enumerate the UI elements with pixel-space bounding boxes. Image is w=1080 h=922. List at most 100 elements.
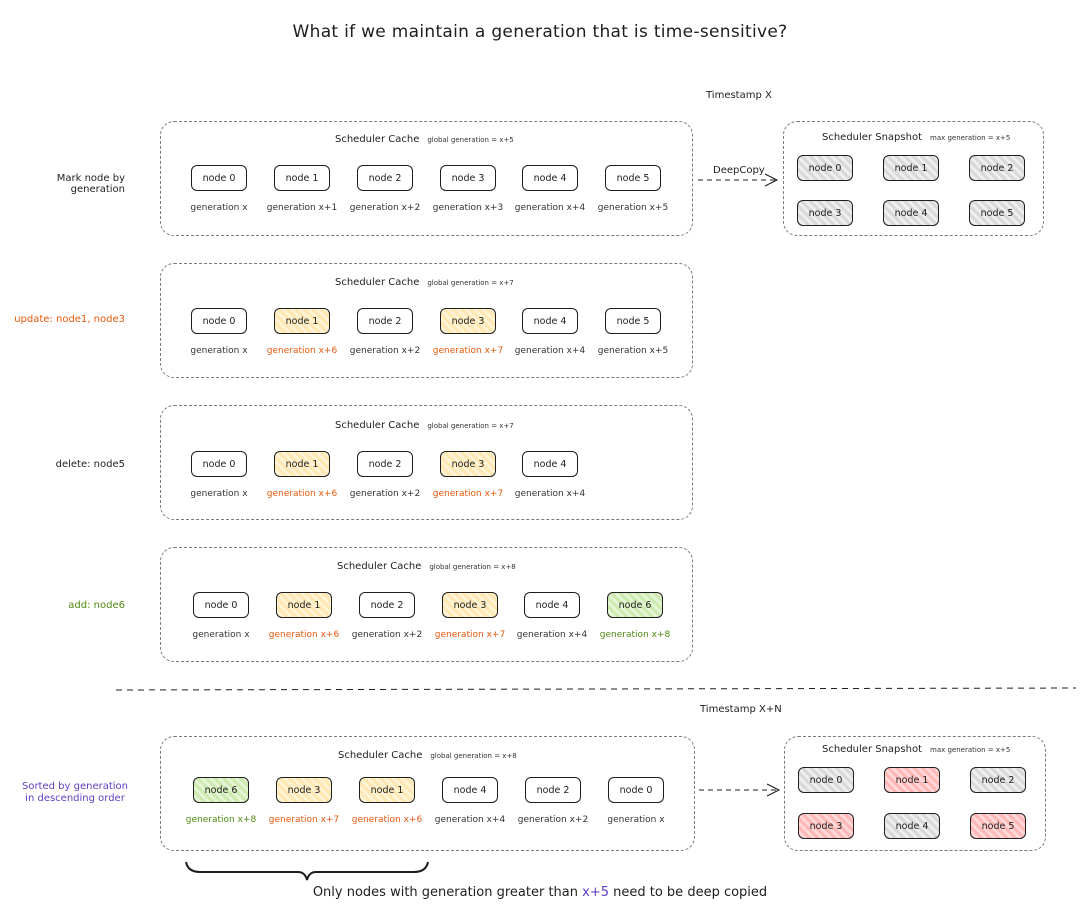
panel-4-title: Scheduler Cache global generation = x+8	[337, 561, 516, 572]
p5-gen-0: generation x	[607, 815, 665, 825]
p4-gen-6: generation x+8	[599, 630, 671, 640]
p1-gen-1: generation x+1	[266, 203, 338, 213]
p5-node-1: node 1	[359, 777, 415, 803]
s1-node-5: node 5	[969, 200, 1025, 226]
p3-node-4: node 4	[522, 451, 578, 477]
scheduler-cache-panel-2	[160, 263, 693, 378]
p2-node-3: node 3	[440, 308, 496, 334]
snapshot-2-title: Scheduler Snapshot max generation = x+5	[822, 744, 1010, 755]
p2-gen-1: generation x+6	[266, 346, 338, 356]
panel-2-title-text: Scheduler Cache	[335, 277, 420, 288]
panel-1-subtitle: global generation = x+5	[427, 136, 514, 144]
p4-node-3: node 3	[442, 592, 498, 618]
panel-1-title-text: Scheduler Cache	[335, 134, 420, 145]
p2-gen-2: generation x+2	[349, 346, 421, 356]
s1-node-0: node 0	[797, 155, 853, 181]
scheduler-cache-panel-5	[160, 736, 695, 851]
panel-5-subtitle: global generation = x+8	[430, 752, 517, 760]
p5-node-6: node 6	[193, 777, 249, 803]
p2-gen-5: generation x+5	[597, 346, 669, 356]
p3-node-1: node 1	[274, 451, 330, 477]
p4-gen-2: generation x+2	[351, 630, 423, 640]
snapshot-2-title-text: Scheduler Snapshot	[822, 744, 922, 755]
panel-3-subtitle: global generation = x+7	[427, 422, 514, 430]
s2-node-4: node 4	[884, 813, 940, 839]
p1-gen-0: generation x	[190, 203, 248, 213]
panel-5-title-text: Scheduler Cache	[338, 750, 423, 761]
scheduler-cache-panel-4	[160, 547, 693, 662]
p4-gen-0: generation x	[192, 630, 250, 640]
scheduler-cache-panel-1	[160, 121, 693, 236]
curly-brace	[185, 861, 429, 881]
side-label-delete: delete: node5	[55, 459, 125, 470]
p4-node-6: node 6	[607, 592, 663, 618]
p4-gen-1: generation x+6	[268, 630, 340, 640]
p1-gen-2: generation x+2	[349, 203, 421, 213]
p4-node-1: node 1	[276, 592, 332, 618]
p2-node-4: node 4	[522, 308, 578, 334]
timestamp-divider	[115, 687, 1077, 691]
panel-4-title-text: Scheduler Cache	[337, 561, 422, 572]
p3-gen-1: generation x+6	[266, 489, 338, 499]
panel-5-title: Scheduler Cache global generation = x+8	[338, 750, 517, 761]
side-label-mark: Mark node by generation	[56, 173, 125, 195]
s1-node-1: node 1	[883, 155, 939, 181]
p2-node-0: node 0	[191, 308, 247, 334]
deepcopy-label: DeepCopy	[713, 165, 765, 176]
s1-node-3: node 3	[797, 200, 853, 226]
panel-1-title: Scheduler Cache global generation = x+5	[335, 134, 514, 145]
p2-gen-3: generation x+7	[432, 346, 504, 356]
s2-node-5: node 5	[970, 813, 1026, 839]
timestamp-x-n-label: Timestamp X+N	[700, 704, 782, 715]
p5-gen-3: generation x+7	[268, 815, 340, 825]
p2-node-2: node 2	[357, 308, 413, 334]
p4-gen-3: generation x+7	[434, 630, 506, 640]
s2-node-2: node 2	[970, 767, 1026, 793]
p5-gen-6: generation x+8	[185, 815, 257, 825]
p4-node-2: node 2	[359, 592, 415, 618]
p3-node-3: node 3	[440, 451, 496, 477]
p4-node-4: node 4	[524, 592, 580, 618]
snapshot-2-subtitle: max generation = x+5	[930, 746, 1011, 754]
side-label-sorted-line2: in descending order	[25, 793, 125, 804]
p1-gen-3: generation x+3	[432, 203, 504, 213]
scheduler-cache-panel-3	[160, 405, 693, 520]
side-label-update: update: node1, node3	[14, 314, 125, 325]
panel-4-subtitle: global generation = x+8	[429, 563, 516, 571]
p1-node-1: node 1	[274, 165, 330, 191]
p1-node-0: node 0	[191, 165, 247, 191]
p5-gen-4: generation x+4	[434, 815, 506, 825]
bottom-note-after: need to be deep copied	[609, 885, 768, 900]
p5-gen-1: generation x+6	[351, 815, 423, 825]
p1-node-5: node 5	[605, 165, 661, 191]
side-label-add: add: node6	[68, 600, 125, 611]
diagram-title: What if we maintain a generation that is…	[292, 22, 788, 42]
p1-gen-5: generation x+5	[597, 203, 669, 213]
p2-gen-4: generation x+4	[514, 346, 586, 356]
p3-gen-3: generation x+7	[432, 489, 504, 499]
p5-node-2: node 2	[525, 777, 581, 803]
panel-2-title: Scheduler Cache global generation = x+7	[335, 277, 514, 288]
s2-node-3: node 3	[798, 813, 854, 839]
p2-gen-0: generation x	[190, 346, 248, 356]
p2-node-5: node 5	[605, 308, 661, 334]
panel-2-subtitle: global generation = x+7	[427, 279, 514, 287]
snapshot-2-arrow	[699, 783, 781, 797]
s1-node-2: node 2	[969, 155, 1025, 181]
p3-gen-0: generation x	[190, 489, 248, 499]
p2-node-1: node 1	[274, 308, 330, 334]
p1-node-3: node 3	[440, 165, 496, 191]
snapshot-1-title-text: Scheduler Snapshot	[822, 132, 922, 143]
p4-node-0: node 0	[193, 592, 249, 618]
p3-node-0: node 0	[191, 451, 247, 477]
s1-node-4: node 4	[883, 200, 939, 226]
p3-gen-4: generation x+4	[514, 489, 586, 499]
p5-node-0: node 0	[608, 777, 664, 803]
p5-node-4: node 4	[442, 777, 498, 803]
p1-node-2: node 2	[357, 165, 413, 191]
p5-gen-2: generation x+2	[517, 815, 589, 825]
scheduler-snapshot-panel-1	[783, 121, 1044, 236]
